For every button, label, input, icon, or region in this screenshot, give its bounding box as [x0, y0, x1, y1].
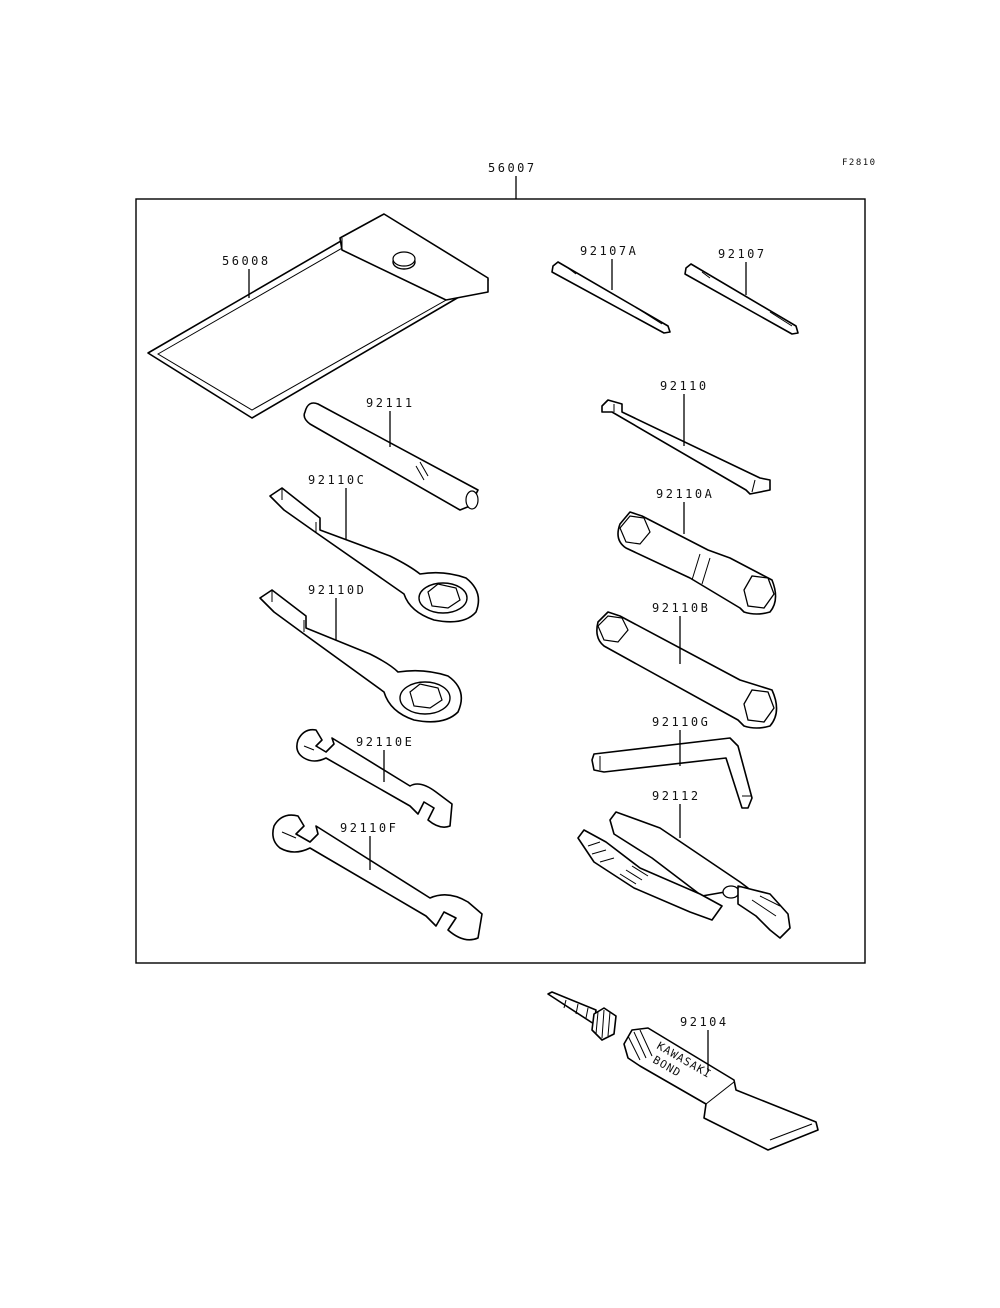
- label-92107: 92107: [718, 247, 767, 261]
- box-spanner-b: [596, 611, 778, 729]
- tool-kit-frame: [135, 198, 866, 964]
- box-spanner-a: [617, 511, 777, 615]
- label-92107A: 92107A: [580, 244, 638, 258]
- label-92112: 92112: [652, 789, 701, 803]
- screwdriver-bit-a: [551, 261, 671, 334]
- label-92110C: 92110C: [308, 473, 366, 487]
- pliers: [577, 811, 791, 939]
- spark-plug-tool: [601, 399, 771, 495]
- open-end-wrench-e: [296, 728, 453, 828]
- figure-id: F2810: [842, 158, 877, 168]
- handle-bar: [303, 402, 479, 511]
- open-end-wrench-f: [272, 814, 483, 941]
- bond-tube-nozzle: [547, 991, 617, 1041]
- label-92111: 92111: [366, 396, 415, 410]
- box-wrench-c: [269, 487, 480, 623]
- bond-tube: KAWASAKI BOND: [623, 1027, 819, 1151]
- hex-key: [591, 737, 753, 809]
- label-92110D: 92110D: [308, 583, 366, 597]
- label-92110E: 92110E: [356, 735, 414, 749]
- tool-pouch: [147, 213, 489, 419]
- label-92104: 92104: [680, 1015, 729, 1029]
- label-56008: 56008: [222, 254, 271, 268]
- label-92110F: 92110F: [340, 821, 398, 835]
- label-92110A: 92110A: [656, 487, 714, 501]
- label-92110G: 92110G: [652, 715, 710, 729]
- box-wrench-d: [259, 589, 463, 723]
- screwdriver-bit: [684, 263, 799, 335]
- kit-part-number: 56007: [488, 161, 537, 175]
- label-92110: 92110: [660, 379, 709, 393]
- label-92110B: 92110B: [652, 601, 710, 615]
